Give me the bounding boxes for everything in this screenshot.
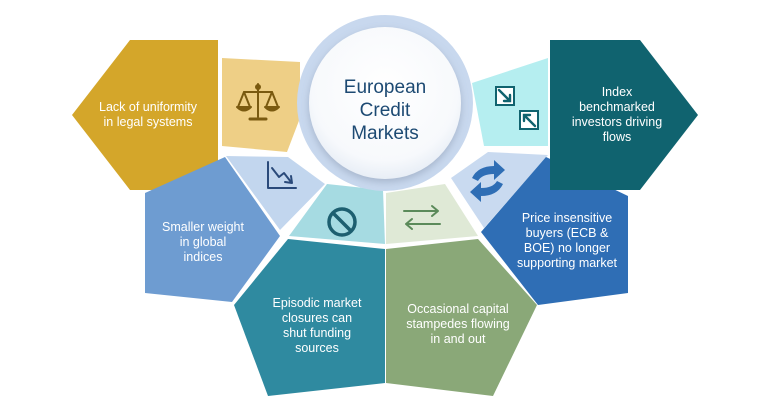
buyers-text: Price insensitive buyers (ECB & BOE) no … — [516, 211, 618, 270]
weight-panel — [145, 157, 280, 302]
closures-panel — [234, 239, 385, 396]
index-text: Index benchmarked investors driving flow… — [571, 85, 663, 144]
index-panel — [550, 40, 698, 190]
center-title: European Credit Markets — [343, 76, 427, 144]
converging-arrows-icon — [495, 86, 539, 130]
closures-text: Episodic market closures can shut fundin… — [272, 296, 362, 355]
buyers-light-panel — [451, 152, 548, 228]
scales-icon — [236, 83, 280, 121]
weight-text: Smaller weight in global indices — [162, 219, 244, 264]
center-circle — [309, 27, 461, 179]
two-way-arrows-icon — [403, 205, 441, 230]
prohibited-icon — [327, 207, 357, 237]
rotate-arrows-icon — [470, 160, 505, 202]
closures-light-panel — [289, 184, 385, 244]
stampedes-text: Occasional capital stampedes flowing in … — [406, 301, 510, 346]
declining-chart-icon — [267, 161, 297, 189]
stampedes-light-panel — [386, 184, 478, 244]
legal-light-panel — [222, 58, 300, 152]
weight-light-panel — [226, 156, 325, 230]
legal-text: Lack of uniformity in legal systems — [99, 100, 197, 129]
buyers-panel — [481, 157, 628, 305]
stampedes-panel — [386, 239, 537, 396]
legal-panel — [72, 40, 218, 190]
